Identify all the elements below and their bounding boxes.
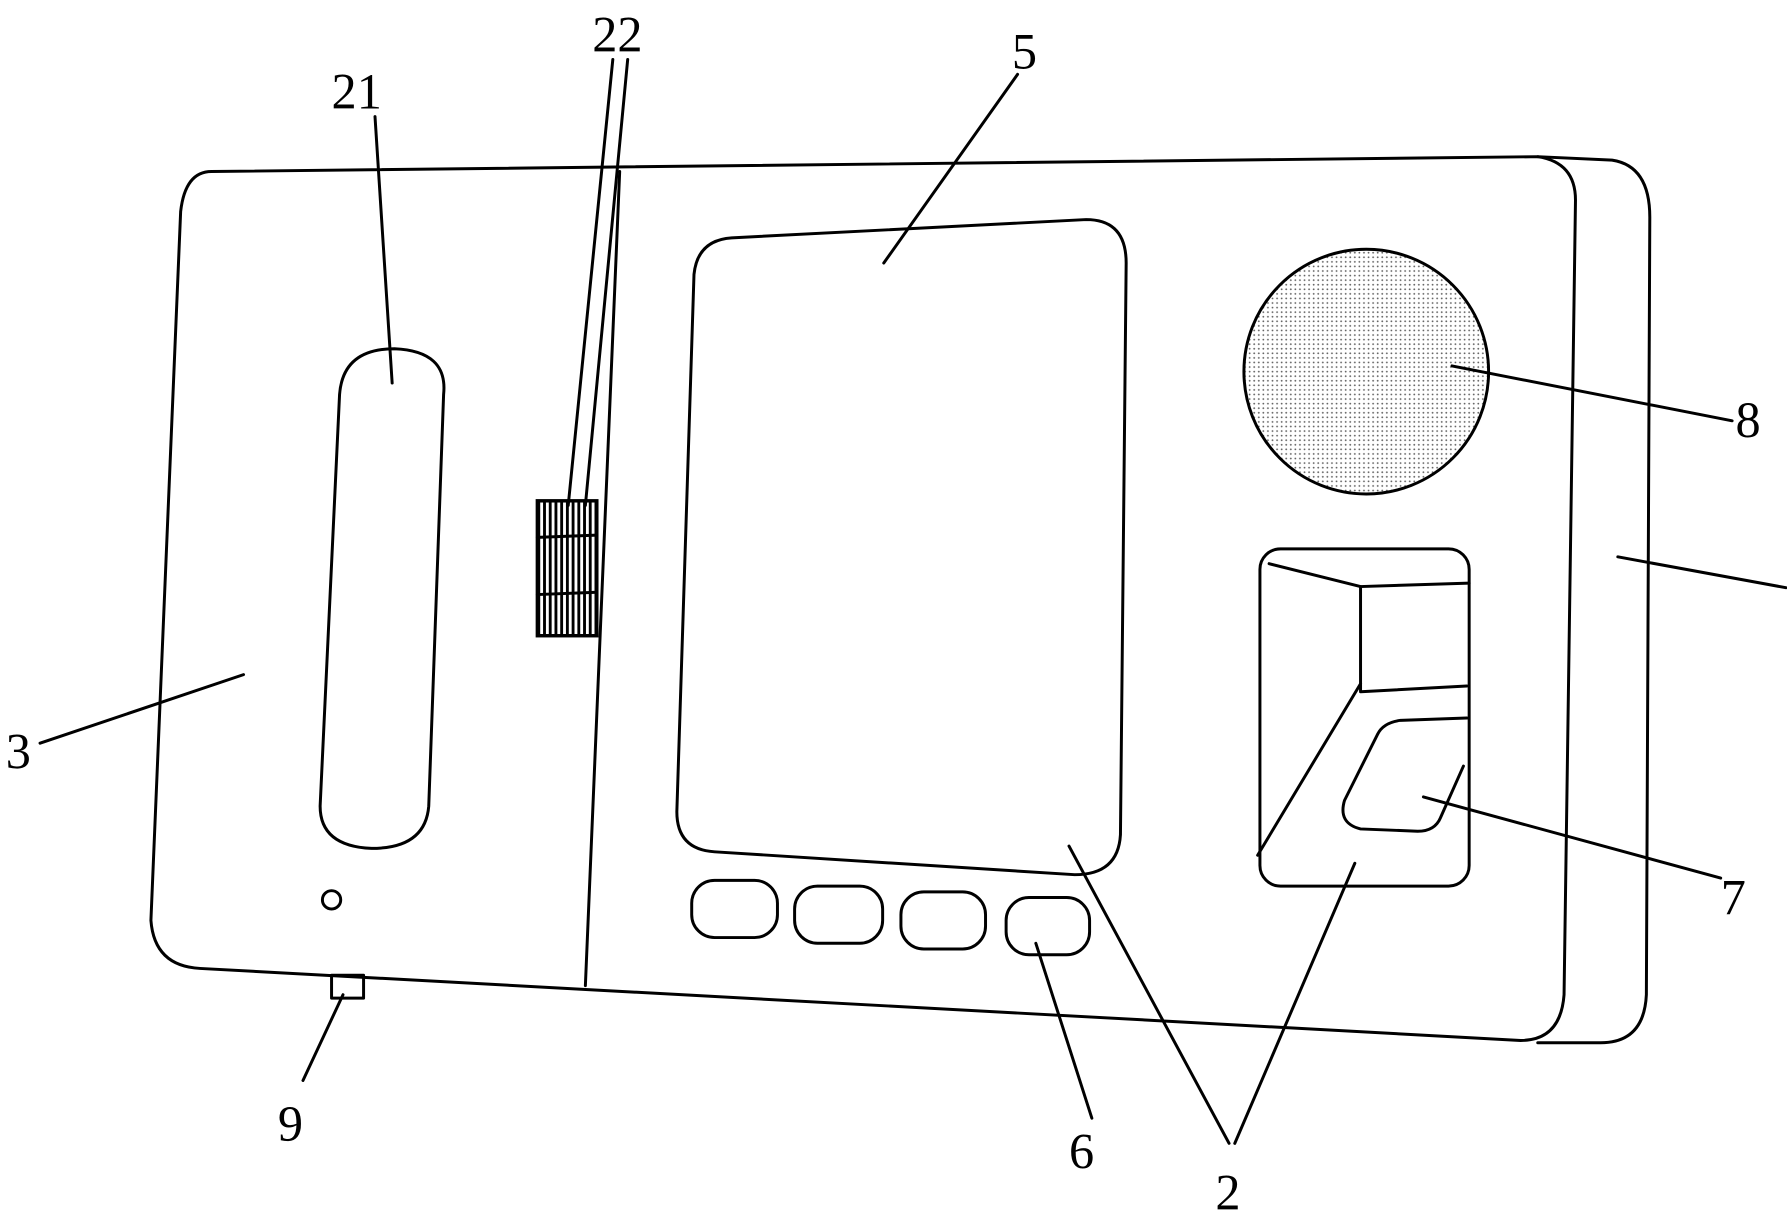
label-cover: 3 bbox=[6, 723, 31, 779]
speaker-grille bbox=[1242, 247, 1491, 496]
indicator-hole bbox=[320, 889, 343, 911]
fingerprint-module bbox=[1256, 547, 1471, 888]
housing-front bbox=[149, 155, 1577, 1042]
port bbox=[330, 973, 366, 1000]
button-1[interactable] bbox=[690, 878, 779, 940]
slot bbox=[318, 347, 446, 850]
button-4[interactable] bbox=[1004, 896, 1092, 957]
knob[interactable] bbox=[535, 499, 599, 638]
label-speaker: 8 bbox=[1736, 392, 1761, 448]
label-buttons: 6 bbox=[1069, 1124, 1094, 1180]
button-3[interactable] bbox=[899, 890, 988, 951]
button-2[interactable] bbox=[793, 884, 885, 945]
cover-divider bbox=[583, 170, 622, 988]
display-screen bbox=[675, 218, 1128, 877]
label-fingerprint-sensor: 7 bbox=[1721, 870, 1746, 926]
label-port: 9 bbox=[278, 1096, 303, 1152]
leader-lines bbox=[38, 58, 1787, 1145]
fingerprint-sensor[interactable] bbox=[1341, 716, 1469, 833]
label-knob: 22 bbox=[592, 6, 642, 62]
label-panel: 2 bbox=[1215, 1165, 1240, 1220]
housing-back bbox=[1536, 155, 1652, 1045]
button-row bbox=[690, 878, 1092, 957]
label-housing: 1 bbox=[1786, 559, 1787, 615]
label-slot: 21 bbox=[332, 64, 382, 120]
label-display-screen: 5 bbox=[1012, 24, 1037, 80]
